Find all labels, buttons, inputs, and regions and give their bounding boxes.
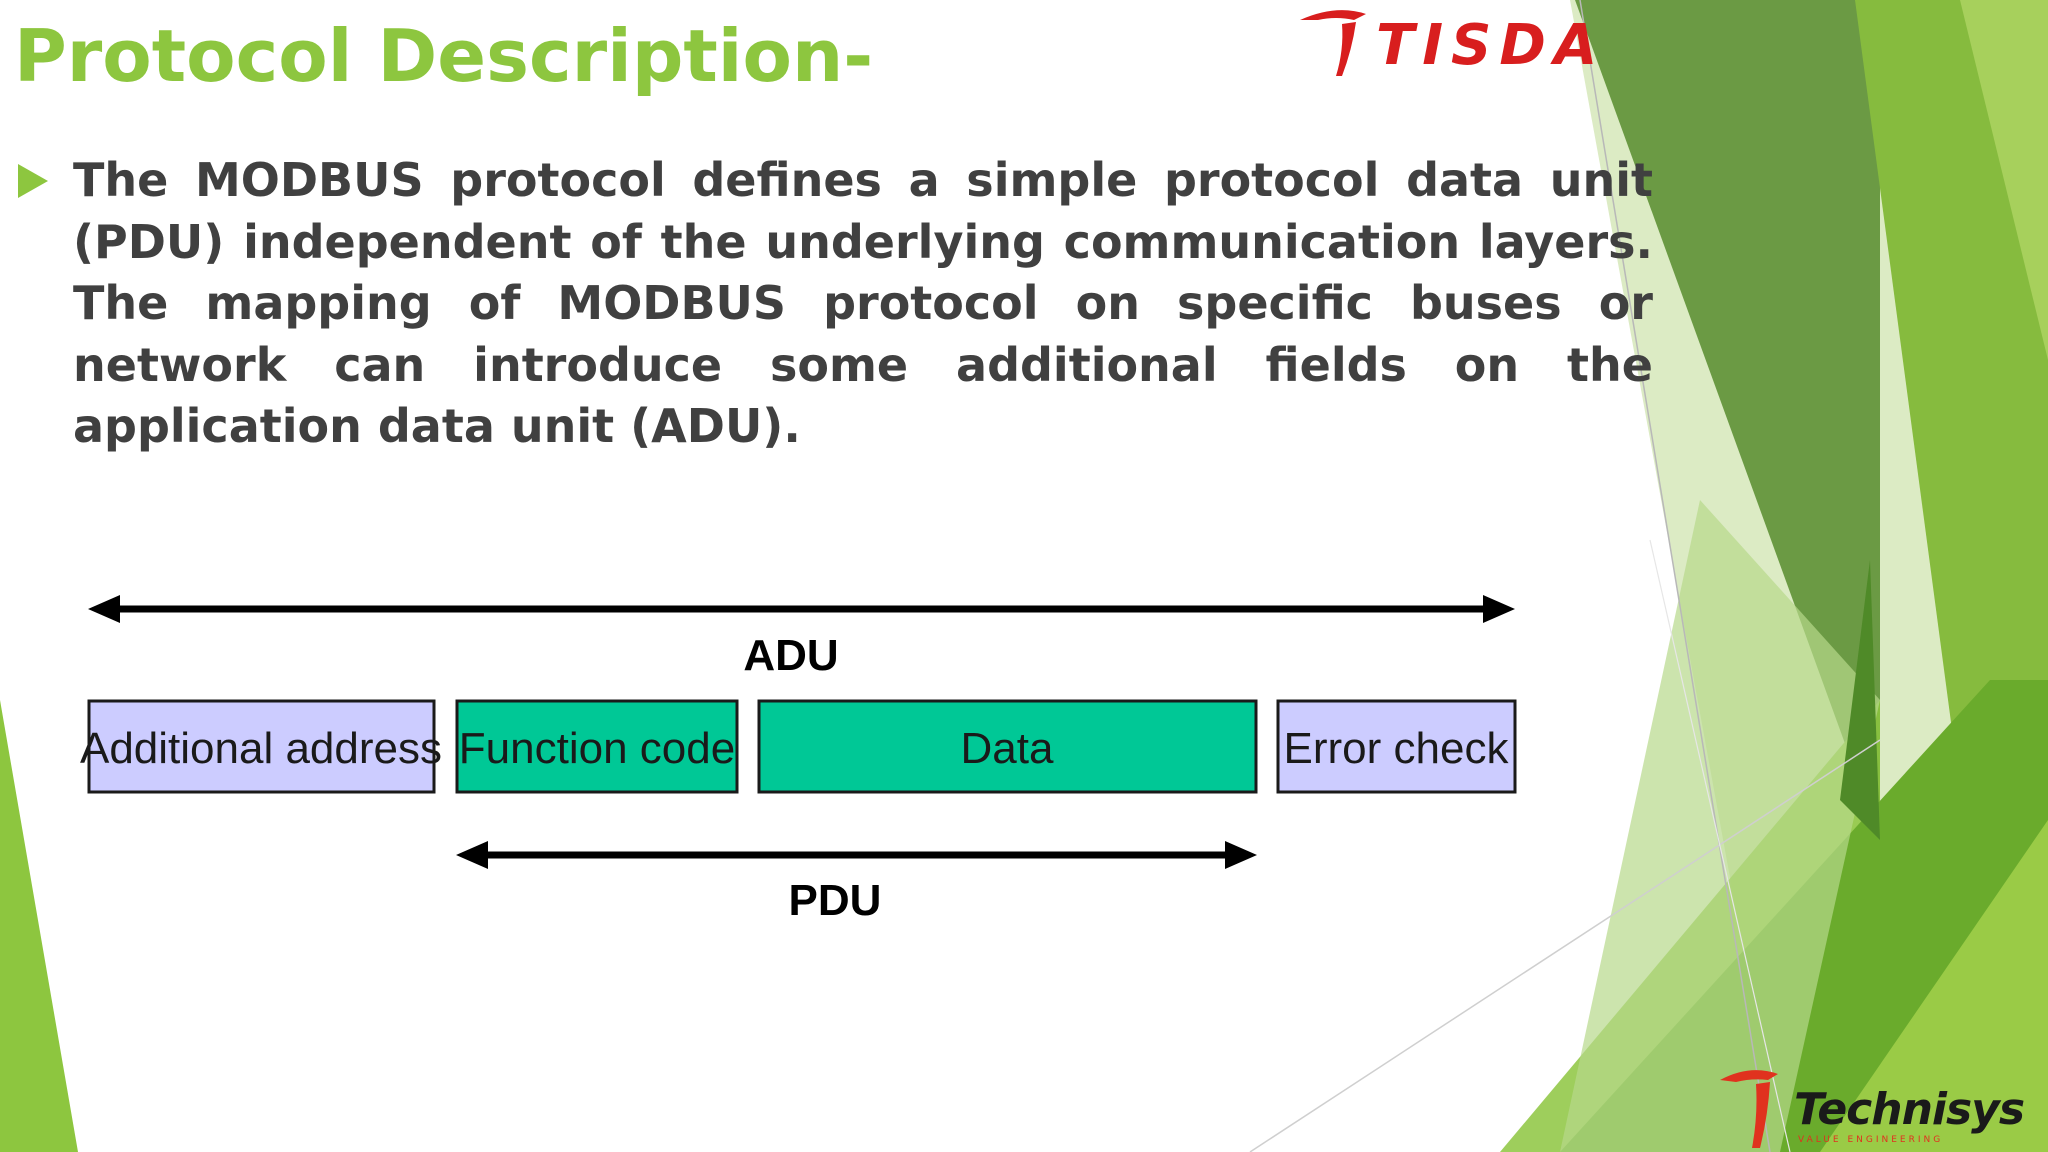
technisys-swoosh-icon: [1720, 1070, 1778, 1148]
technisys-logo: Technisys VALUE ENGINEERING: [1716, 1066, 2048, 1152]
page-title: Protocol Description-: [14, 14, 874, 98]
technisys-wordmark: Technisys: [1794, 1084, 2025, 1135]
tisda-swoosh-icon: [1300, 10, 1366, 76]
technisys-tagline: VALUE ENGINEERING: [1798, 1135, 1944, 1145]
tisda-wordmark: TISDA: [1376, 13, 1606, 78]
bullet-text: The MODBUS protocol defines a simple pro…: [73, 153, 1653, 453]
triangle-bullet-icon: [18, 164, 48, 198]
tisda-logo: TISDA: [1296, 6, 1597, 80]
